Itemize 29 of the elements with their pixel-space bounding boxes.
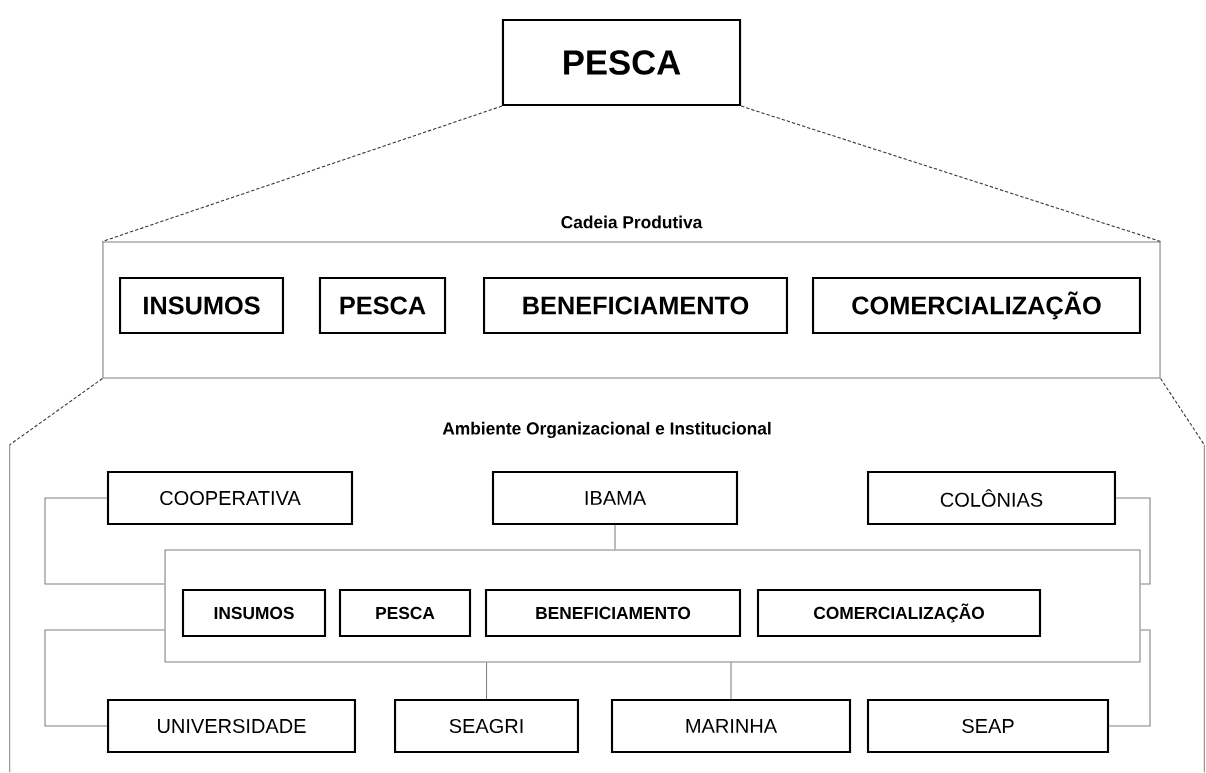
connector-line [44,629,166,727]
connector-line [730,662,732,700]
box: UNIVERSIDADE [106,698,357,754]
connector-line [614,524,616,550]
box: SEAGRI [393,698,580,754]
box: IBAMA [491,470,739,526]
box: SEAP [866,698,1110,754]
connector-line [44,497,166,585]
connector-line [1115,497,1151,585]
box: BENEFICIAMENTO [484,588,742,638]
box: COMERCIALIZAÇÃO [756,588,1042,638]
box [164,549,1141,663]
connector-line [1108,629,1151,727]
box: COMERCIALIZAÇÃO [811,276,1142,335]
box: INSUMOS [118,276,285,335]
box: PESCA [501,18,742,107]
box: INSUMOS [181,588,327,638]
dashed-line [1160,378,1205,446]
dashed-line [101,105,503,242]
box: PESCA [338,588,472,638]
box: PESCA [318,276,447,335]
box: COLÔNIAS [866,470,1117,526]
dashed-line [9,378,103,446]
connector-line [485,662,488,700]
dashed-line [740,105,1162,242]
box: COOPERATIVA [106,470,354,526]
node-label: Cadeia Produtiva [561,215,703,229]
box: MARINHA [610,698,852,754]
box: BENEFICIAMENTO [482,276,789,335]
